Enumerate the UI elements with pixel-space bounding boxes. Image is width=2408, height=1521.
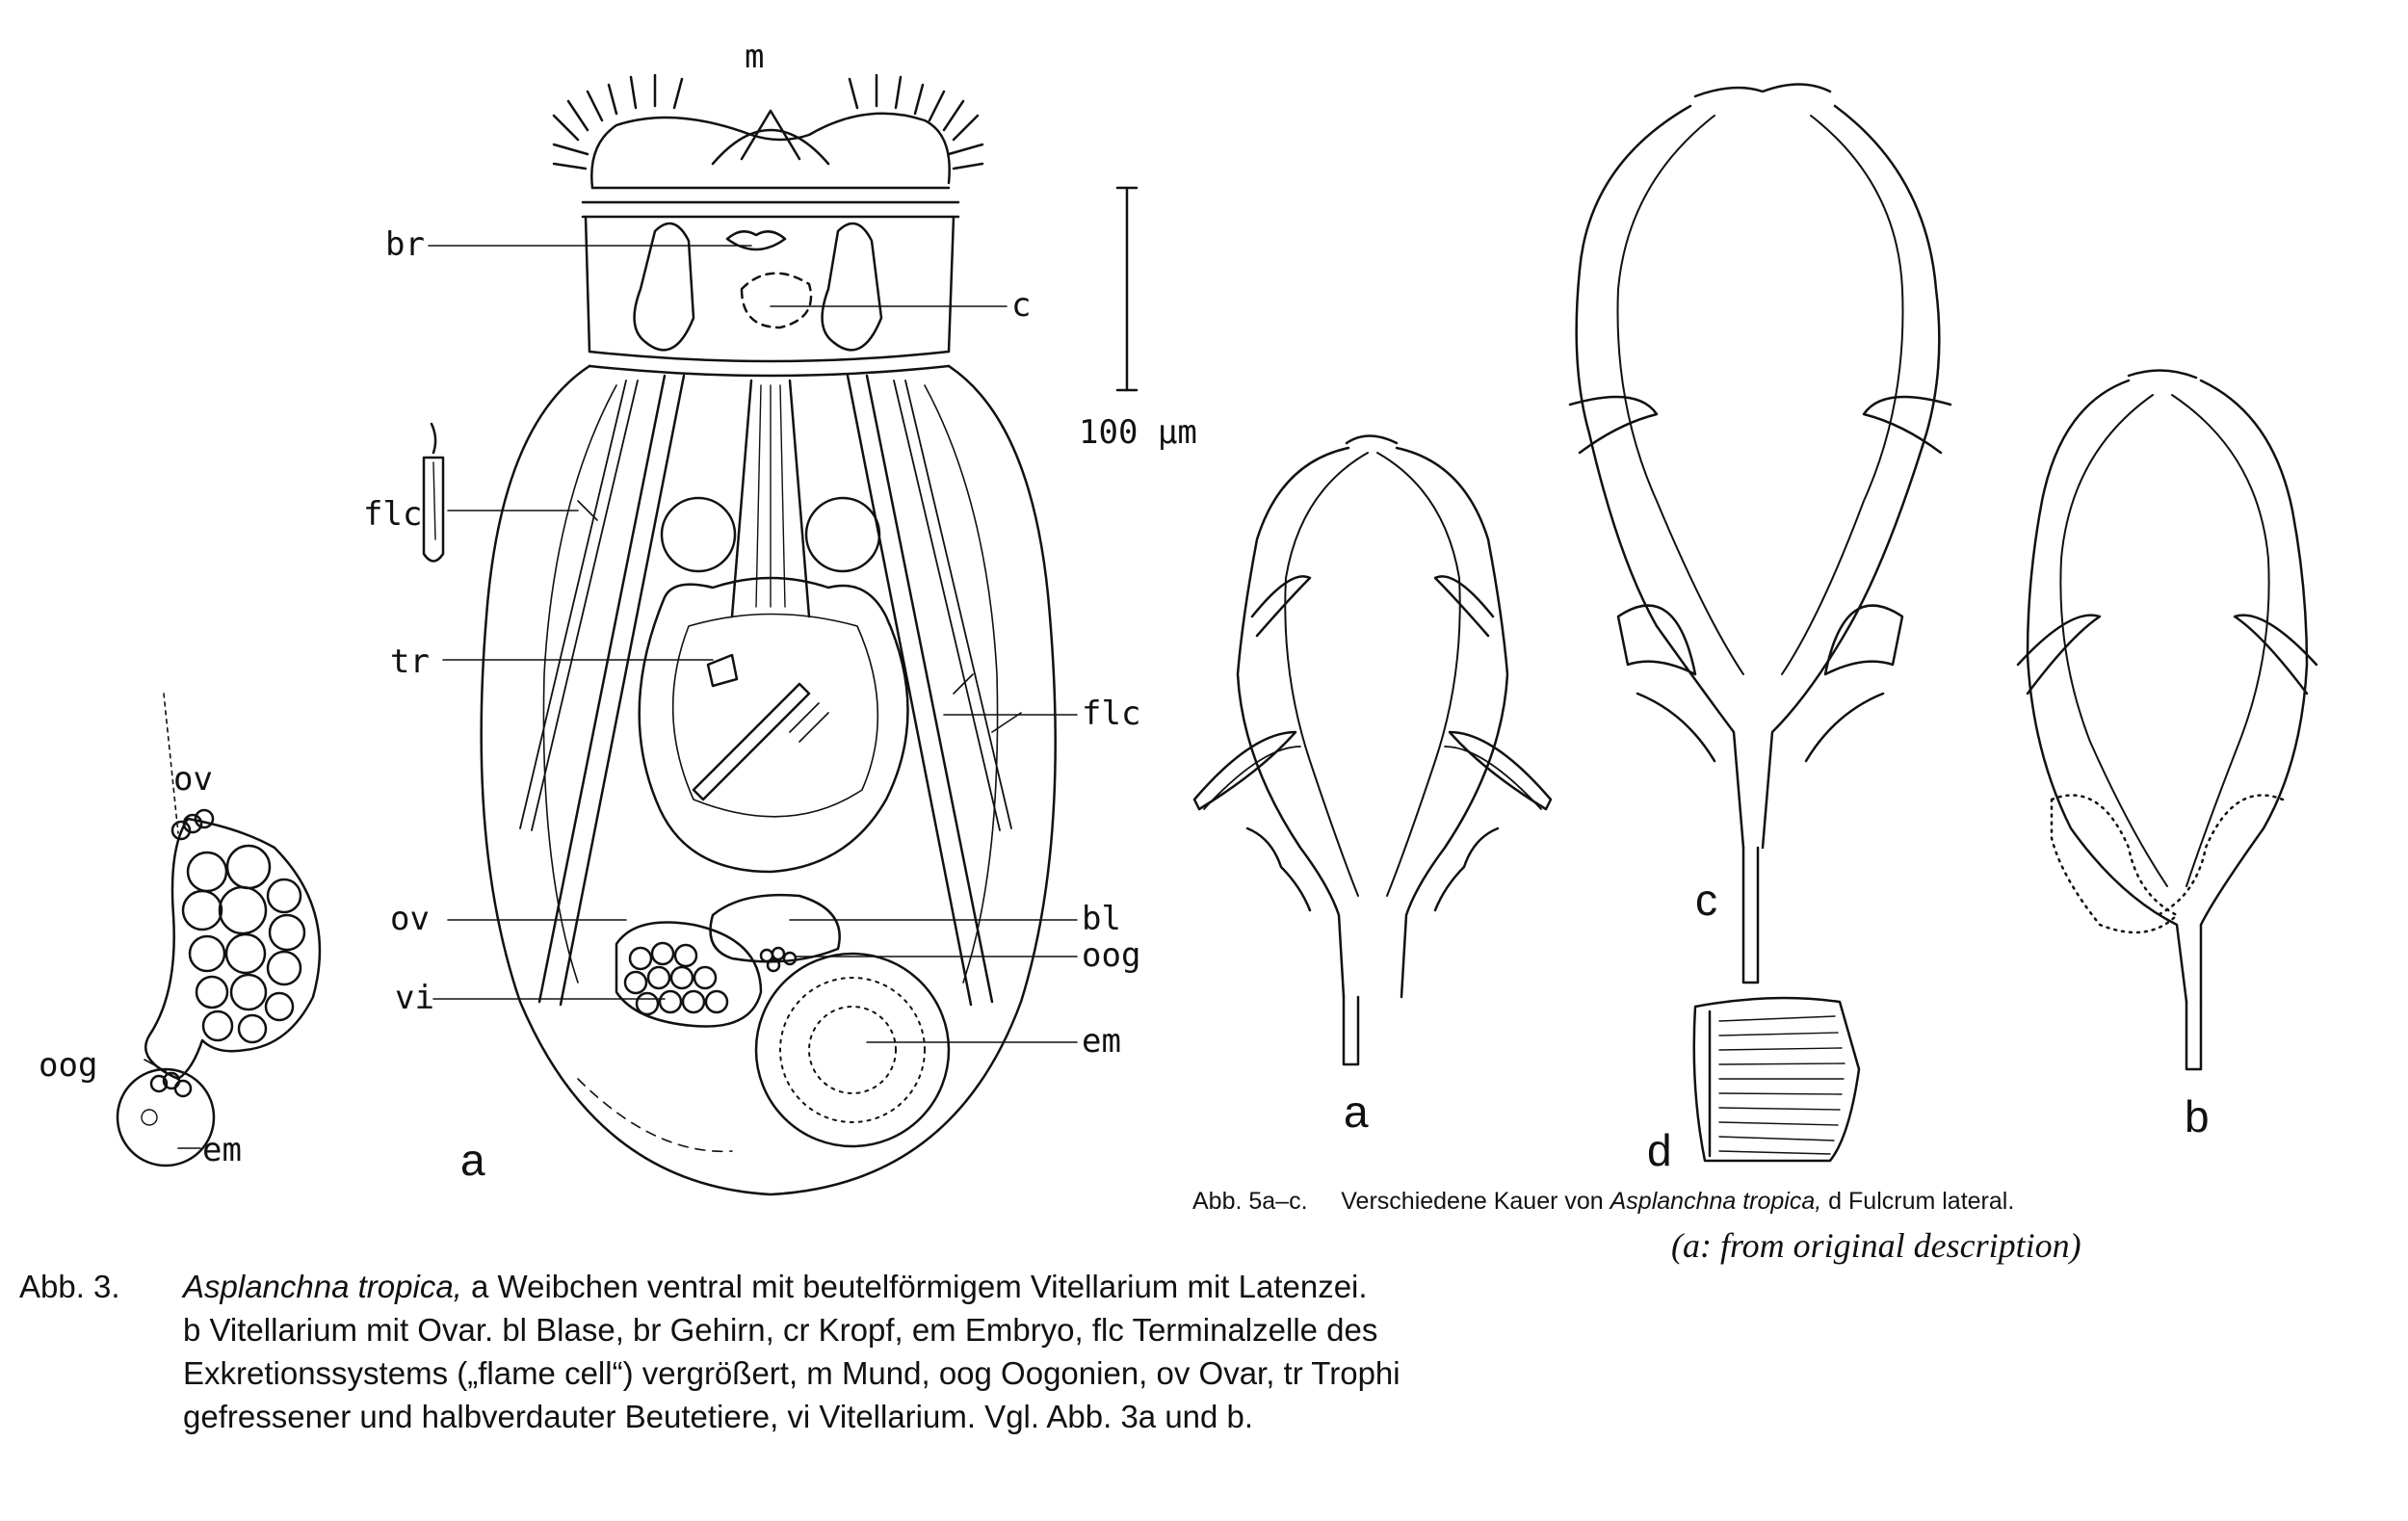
figure-5-caption-suffix: d Fulcrum lateral. bbox=[1821, 1188, 2015, 1215]
figure-3-caption-species: Asplanchna tropica, bbox=[183, 1269, 462, 1304]
scale-label: 100 µm bbox=[1079, 413, 1197, 452]
figure-3-caption-line-2: b Vitellarium mit Ovar. bl Blase, br Geh… bbox=[183, 1312, 1378, 1348]
panel-label-5c: c bbox=[1695, 875, 1717, 925]
label-flc-right: flc bbox=[1082, 695, 1140, 733]
label-c: c bbox=[1011, 286, 1031, 325]
vitellarium-drawing bbox=[116, 693, 322, 1167]
rotifer-body-drawing bbox=[480, 73, 1057, 1196]
figure-5-caption-text: Verschiedene Kauer von bbox=[1341, 1188, 1610, 1215]
figure-3-caption-prefix: Abb. 3. bbox=[19, 1269, 120, 1304]
label-oog-a: oog bbox=[1082, 936, 1140, 975]
mastax-b-drawing bbox=[2016, 369, 2318, 1071]
mastax-a-drawing bbox=[1192, 434, 1553, 1066]
flame-cell-inset bbox=[422, 422, 445, 563]
label-oog-b: oog bbox=[39, 1046, 97, 1085]
label-vi: vi bbox=[395, 979, 434, 1017]
label-tr: tr bbox=[390, 642, 430, 681]
label-em-b: em bbox=[202, 1131, 242, 1169]
label-em-a: em bbox=[1082, 1022, 1121, 1061]
figure-5-caption-species: Asplanchna tropica, bbox=[1610, 1188, 1822, 1215]
label-m: m bbox=[745, 38, 764, 76]
panel-label-5a: a bbox=[1344, 1087, 1369, 1137]
original-description-note: (a: from original description) bbox=[1671, 1226, 2081, 1265]
label-ov-b: ov bbox=[173, 760, 213, 799]
label-bl: bl bbox=[1082, 900, 1121, 938]
label-ov-a: ov bbox=[390, 900, 430, 938]
figure-5-caption-prefix: Abb. 5a–c. bbox=[1192, 1188, 1308, 1215]
scale-bar bbox=[1115, 186, 1139, 392]
figure-3-caption-line-1: Abb. 3. Asplanchna tropica, a Weibchen ve… bbox=[19, 1265, 1483, 1308]
figure-3-caption-line-3: Exkretionssystems („flame cell“) vergröß… bbox=[183, 1355, 1400, 1391]
figure-3-caption-line-4: gefressener und halbverdauter Beutetiere… bbox=[183, 1399, 1254, 1434]
fulcrum-lateral-drawing bbox=[1692, 996, 1861, 1163]
label-br: br bbox=[385, 225, 425, 264]
panel-label-3a: a bbox=[460, 1135, 485, 1185]
panel-label-5b: b bbox=[2185, 1091, 2210, 1141]
figure-3-caption: Abb. 3. Asplanchna tropica, a Weibchen ve… bbox=[19, 1265, 1483, 1438]
mastax-c-drawing bbox=[1568, 83, 1952, 984]
panel-label-5d: d bbox=[1647, 1125, 1672, 1175]
figure-3-caption-line-1-rest: a Weibchen ventral mit beutelförmigem Vi… bbox=[461, 1269, 1368, 1304]
label-flc-left: flc bbox=[363, 495, 422, 534]
figure-5-caption: Abb. 5a–c. Verschiedene Kauer von Asplan… bbox=[1192, 1188, 2014, 1216]
